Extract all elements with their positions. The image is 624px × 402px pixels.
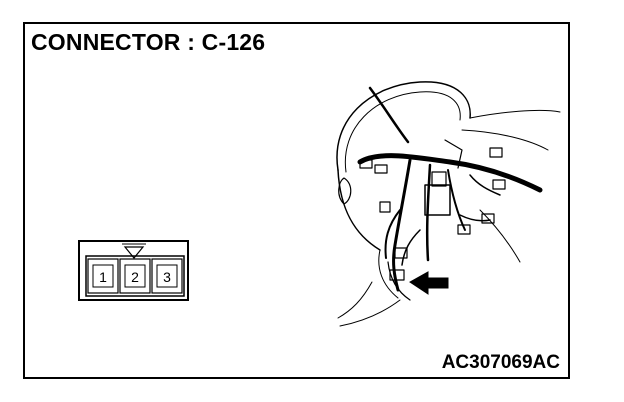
pin-label-1: 1 [99, 269, 107, 285]
small-connector [359, 159, 373, 169]
pin-cell-2 [119, 258, 151, 294]
pin-label-2: 2 [131, 269, 139, 285]
pin-label-3: 3 [163, 269, 171, 285]
cable-from-top [368, 86, 410, 144]
pin-cell-3 [151, 258, 183, 294]
connector-title: CONNECTOR : C-126 [31, 29, 266, 55]
air-vent [338, 177, 352, 205]
steering-column-box [424, 184, 451, 216]
connector-face [78, 240, 189, 301]
pin-cell-1 [87, 258, 119, 294]
wiring-harness [357, 153, 543, 193]
dashboard-illustration [336, 81, 561, 327]
steering-wheel-rim [336, 81, 471, 171]
pointer-arrow [409, 271, 449, 295]
figure-frame: CONNECTOR : C-126 AC307069AC [23, 22, 570, 379]
figure-code: AC307069AC [441, 352, 560, 373]
